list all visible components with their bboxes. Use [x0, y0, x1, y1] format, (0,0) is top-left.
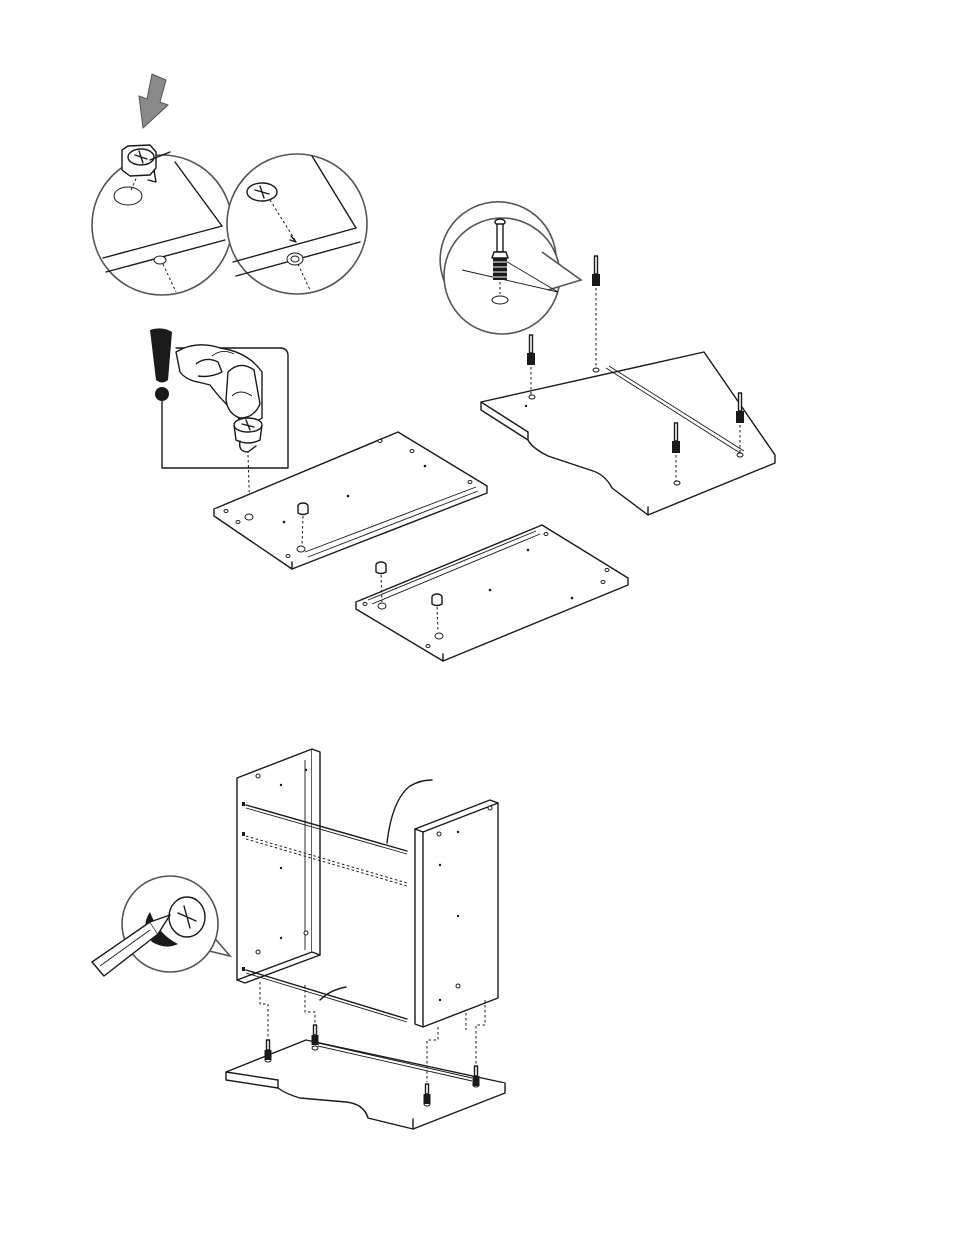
cam-lock-icon: [234, 418, 262, 452]
detail-circle-right: [227, 154, 367, 294]
detail-circle-left: [92, 155, 232, 295]
bolt-detail-callout: [440, 202, 581, 334]
panel-upper-left: [214, 432, 487, 569]
side-panel-left: [237, 749, 320, 983]
step-side-panel-assembly: [92, 749, 505, 1129]
warning-exclamation-icon: [150, 328, 172, 401]
top-panel: [481, 352, 775, 515]
step-cam-lock-insertion: [92, 74, 628, 661]
side-panel-right: [415, 800, 498, 1027]
down-arrow-icon: [139, 74, 168, 128]
step-cam-bolt-insertion: [440, 202, 775, 515]
hand-icon: [176, 345, 262, 422]
screwdriver-callout: [92, 876, 230, 976]
panel-lower-middle: [356, 525, 628, 661]
